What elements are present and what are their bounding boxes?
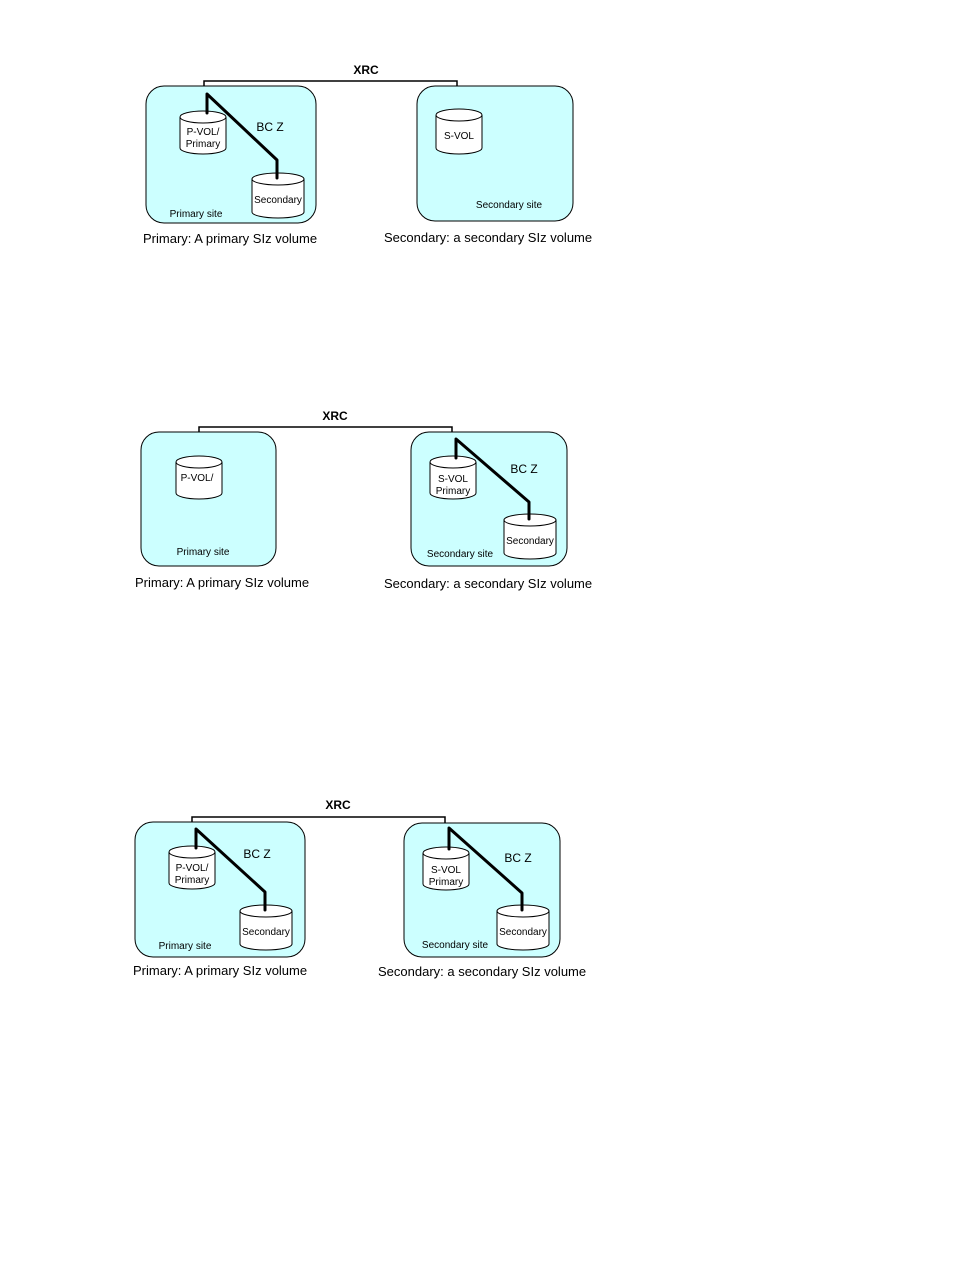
bcz-link [194, 827, 267, 912]
secondary-label: Secondary [499, 927, 547, 938]
bcz-link [447, 826, 524, 912]
primary-caption: Primary: A primary SIz volume [135, 575, 309, 590]
svol-cylinder [422, 846, 470, 891]
svol-label: S-VOL [444, 131, 474, 142]
bcz-label: BC Z [243, 847, 270, 861]
xrc-label: XRC [353, 63, 379, 77]
svol-label-line2: Primary [429, 877, 463, 888]
primary-site-label: Primary site [159, 941, 212, 952]
pvol-label-line2: Primary [175, 875, 209, 886]
secondary-label: Secondary [506, 536, 554, 547]
svol-label-line2: Primary [436, 486, 470, 497]
primary-site-box [140, 431, 277, 567]
secondary-site-label: Secondary site [476, 200, 543, 211]
pvol-label-line1: P-VOL/ [187, 127, 220, 138]
secondary-label: Secondary [254, 195, 302, 206]
secondary-caption: Secondary: a secondary SIz volume [384, 576, 592, 591]
bcz-label: BC Z [510, 462, 537, 476]
bcz-label: BC Z [256, 120, 283, 134]
bcz-link [205, 92, 279, 180]
secondary-caption: Secondary: a secondary SIz volume [384, 230, 592, 245]
primary-site-label: Primary site [170, 209, 223, 220]
pvol-label-line1: P-VOL/ [176, 863, 209, 874]
primary-site-label: Primary site [177, 547, 230, 558]
primary-caption: Primary: A primary SIz volume [133, 963, 307, 978]
xrc-label: XRC [325, 798, 351, 812]
svol-cylinder [429, 455, 477, 500]
pvol-label: P-VOL/ [181, 473, 214, 484]
secondary-site-label: Secondary site [422, 940, 489, 951]
diagram-3: XRC P-VOL/ Primary Secondary BC Z Primar… [133, 798, 586, 979]
bcz-link [454, 437, 531, 521]
secondary-site-label: Secondary site [427, 549, 494, 560]
xrc-label: XRC [322, 409, 348, 423]
pvol-cylinder [168, 845, 216, 890]
pvol-cylinder [179, 110, 227, 155]
secondary-label: Secondary [242, 927, 290, 938]
svol-label-line1: S-VOL [431, 865, 461, 876]
pvol-cylinder [175, 455, 223, 500]
bcz-label: BC Z [504, 851, 531, 865]
svol-cylinder [435, 108, 483, 155]
primary-caption: Primary: A primary SIz volume [143, 231, 317, 246]
pvol-label-line2: Primary [186, 139, 220, 150]
svol-label-line1: S-VOL [438, 474, 468, 485]
diagram-2: XRC P-VOL/ Primary site S-VOL Primary Se… [135, 409, 592, 591]
diagram-1: XRC P-VOL/ Primary Secondary BC Z Primar… [143, 63, 592, 246]
secondary-caption: Secondary: a secondary SIz volume [378, 964, 586, 979]
